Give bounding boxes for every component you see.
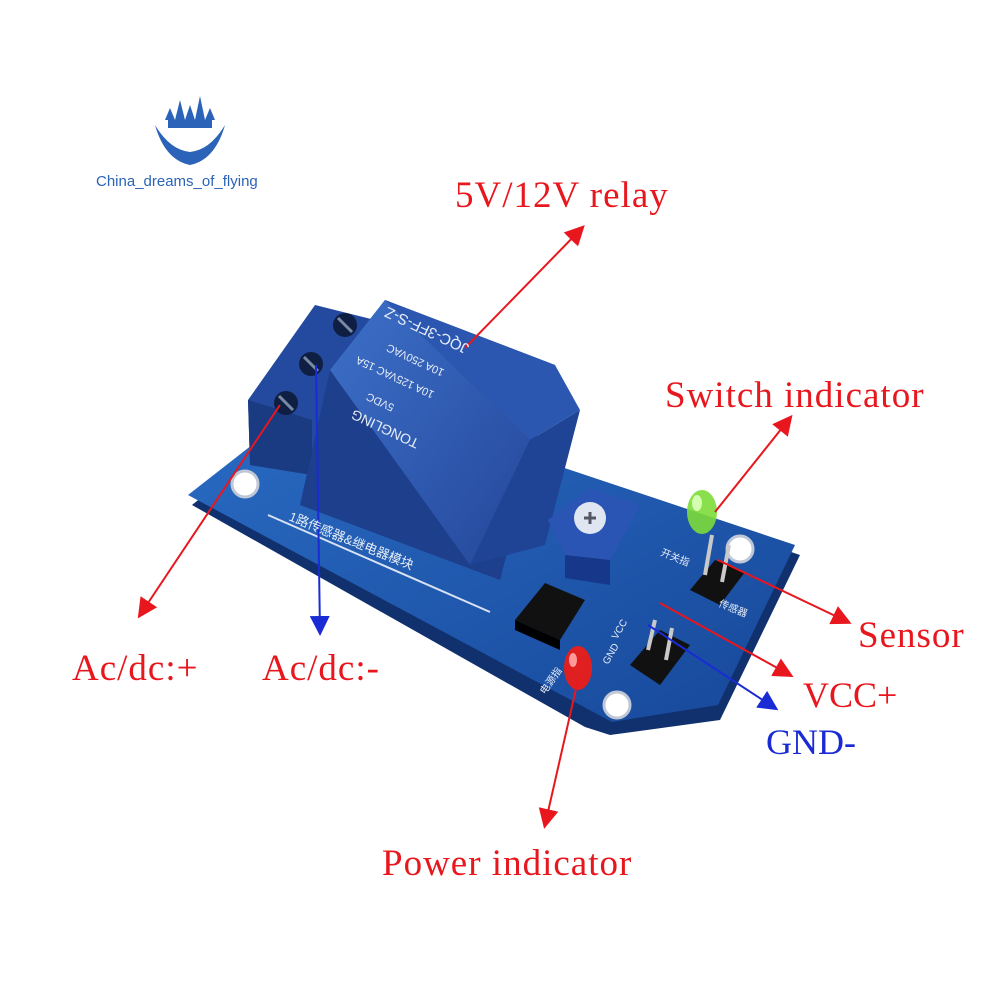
arrow-vcc [659,602,794,677]
ic-chip [515,583,585,650]
label-acdc-minus: Ac/dc:- [262,648,380,689]
label-relay: 5V/12V relay [455,175,669,216]
label-power-indicator: Power indicator [382,843,633,884]
arrow-switch-indicator [714,414,793,513]
green-led [687,490,717,534]
red-led [564,646,592,690]
potentiometer [548,488,640,585]
arrow-gnd [647,624,779,711]
label-switch-indicator: Switch indicator [665,375,925,416]
relay-body [300,300,580,580]
arrow-power-indicator [538,679,579,829]
brand-name: China_dreams_of_flying [96,173,258,190]
label-gnd: GND- [766,722,856,762]
arrow-acdc-plus [137,404,281,619]
brand-logo [155,96,225,165]
label-acdc-plus: Ac/dc:+ [72,648,199,689]
arrow-relay [464,225,585,349]
arrow-sensor [717,559,852,625]
label-vcc: VCC+ [803,675,898,715]
label-sensor: Sensor [858,615,965,656]
arrow-acdc-minus [309,364,330,636]
screw-terminal [248,305,375,475]
